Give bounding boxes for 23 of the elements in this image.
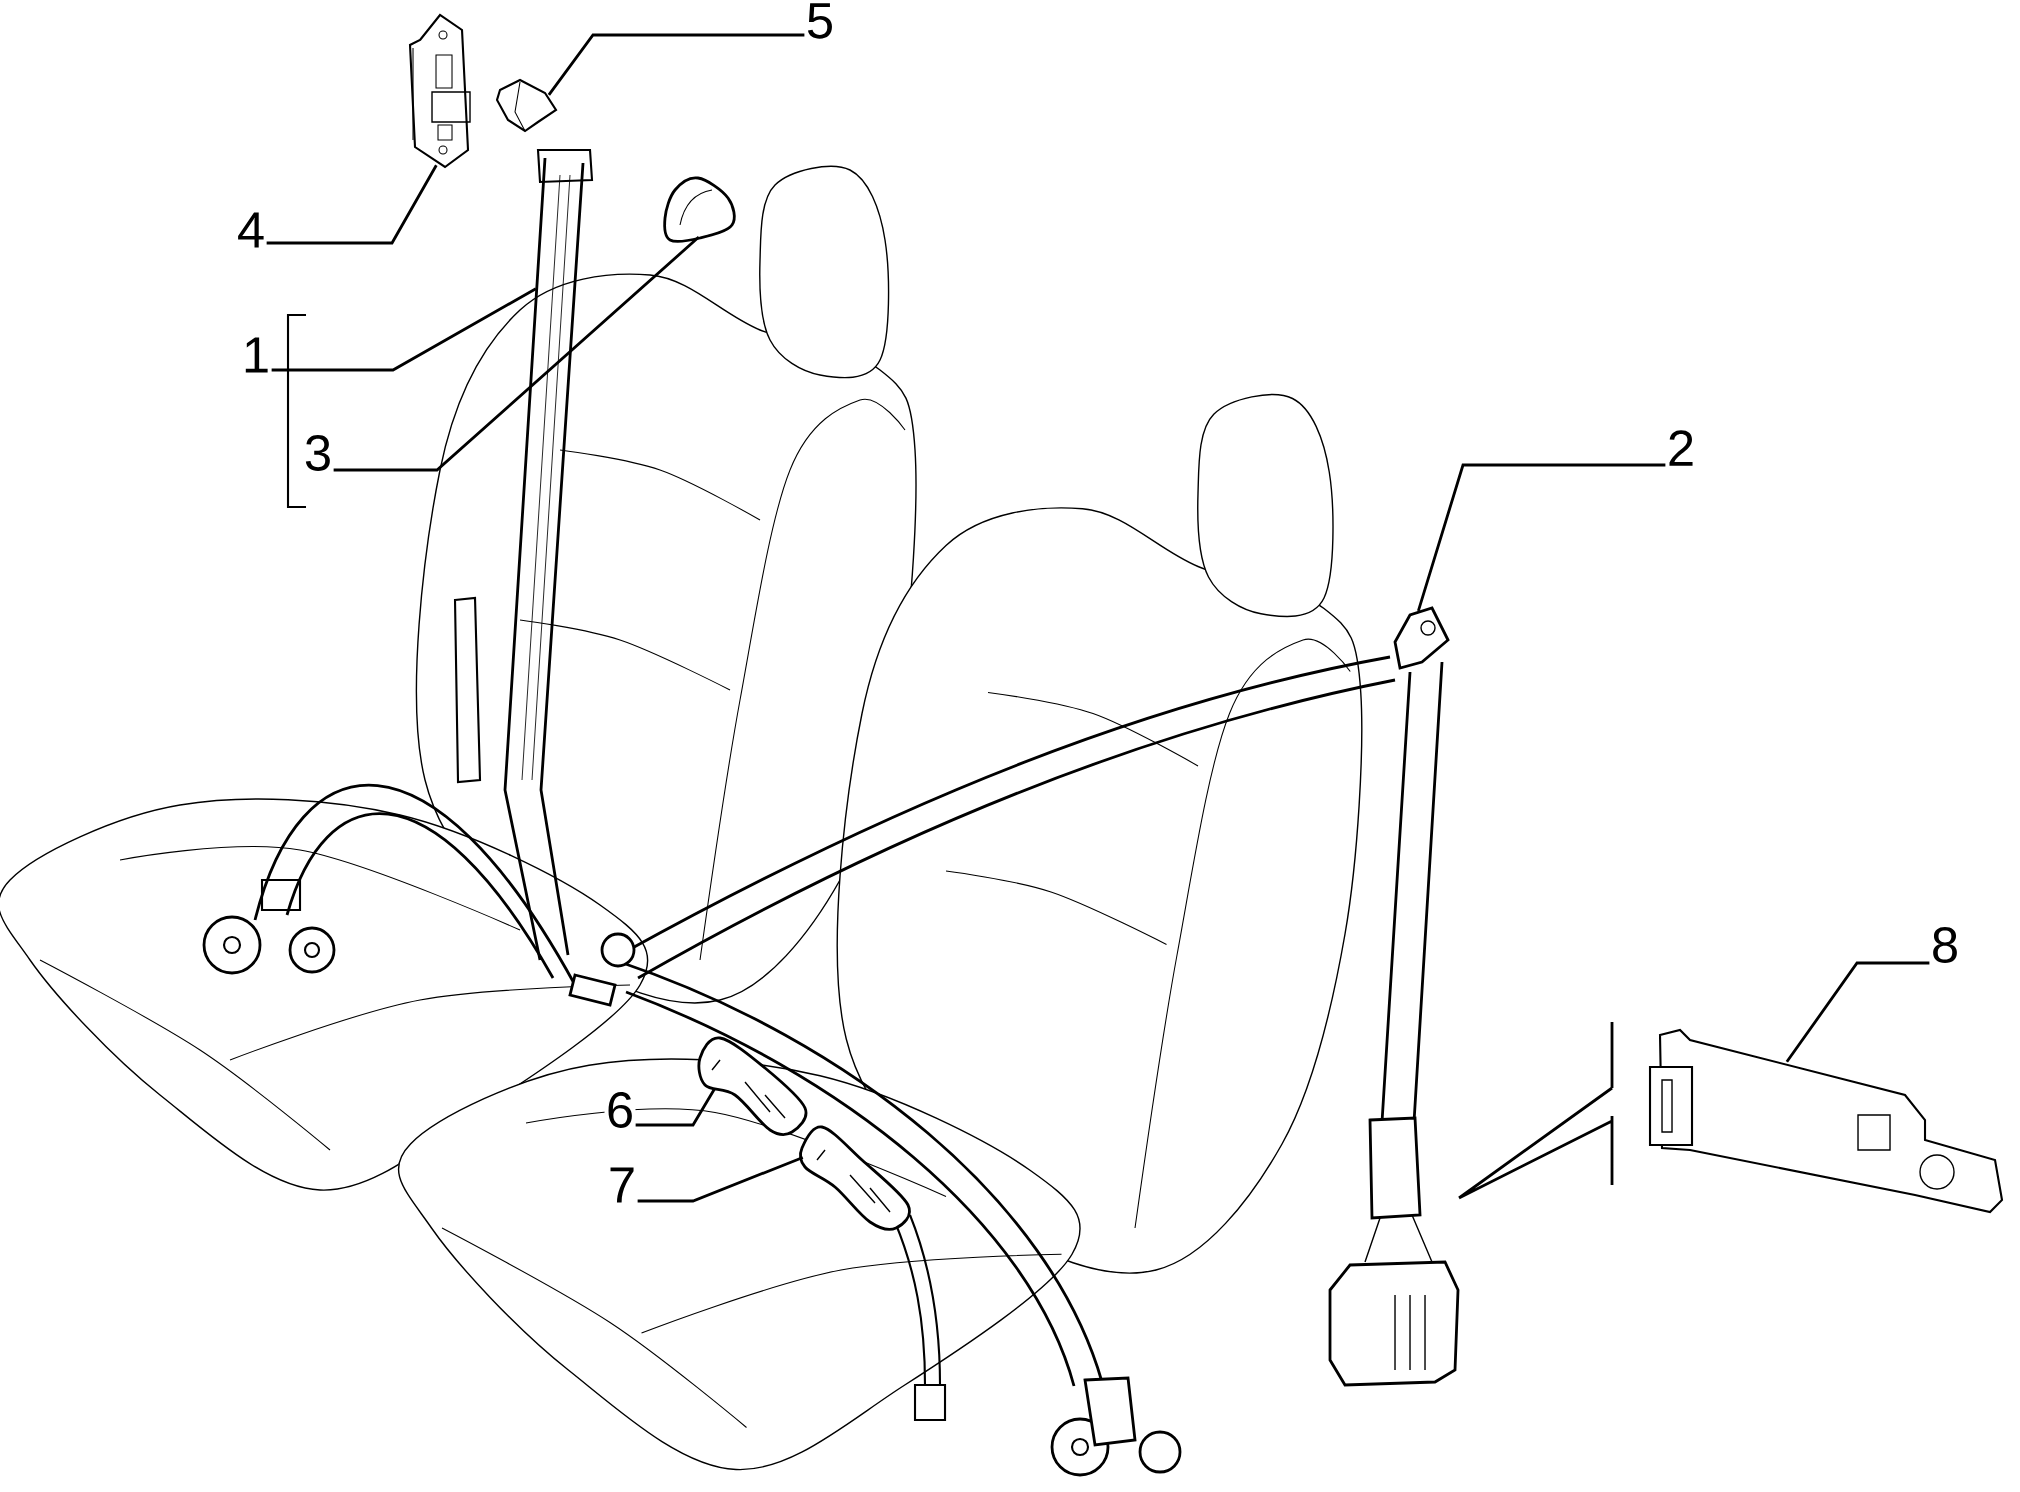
seat-belt-drawing <box>1328 606 1460 1387</box>
leader-line <box>637 1156 804 1203</box>
mounting-plate-drawing <box>1648 1028 2004 1214</box>
leader-line <box>333 236 700 472</box>
clip-drawing <box>495 78 558 133</box>
callout-number: 2 <box>1665 428 1697 468</box>
callout-number: 7 <box>606 1166 638 1204</box>
leader-line <box>271 287 537 372</box>
callout-number: 3 <box>302 433 334 473</box>
callout-number: 4 <box>235 211 267 249</box>
callout-number: 8 <box>1929 925 1961 965</box>
leader-line <box>635 1088 716 1127</box>
belt-guide-drawing <box>663 176 736 243</box>
leader-line <box>547 33 805 96</box>
buckle-drawing <box>798 1125 947 1422</box>
buckle-drawing <box>697 1036 808 1137</box>
callout-number: 1 <box>240 336 272 374</box>
leader-line <box>1417 463 1666 612</box>
leader-line <box>1785 961 1930 1063</box>
seat-belt-drawing <box>503 148 594 962</box>
callout-number: 5 <box>804 1 836 41</box>
leader-line <box>266 164 438 245</box>
anchor-bracket-drawing <box>408 13 471 169</box>
